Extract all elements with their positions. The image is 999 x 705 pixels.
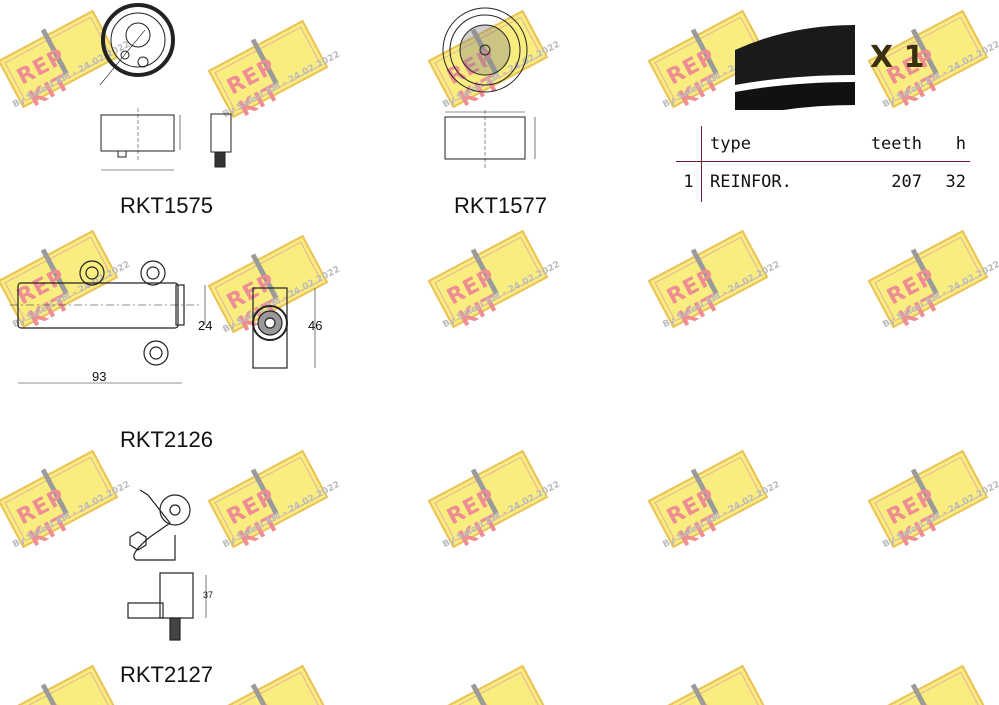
table-row: 1 REINFOR. 207 32 — [676, 162, 970, 202]
belt-spec-table: type teeth h 1 REINFOR. 207 32 — [676, 126, 970, 202]
tensioner-drawing-rkt2127 — [127, 489, 207, 641]
dim-length: 93 — [92, 369, 107, 384]
header-teeth: teeth — [870, 133, 922, 154]
watermark: REP KIT — [0, 664, 130, 705]
part-code: RKT1577 — [454, 193, 547, 218]
part-code: RKT2127 — [120, 662, 213, 687]
table-header-row: type teeth h — [676, 126, 970, 162]
dim-height: 37 — [203, 590, 214, 600]
watermark: REP KIT — [427, 664, 560, 705]
tensioner-pulley-drawing-rkt1575 — [99, 3, 232, 171]
dim-total-height: 46 — [308, 318, 323, 333]
part-code: RKT2126 — [120, 427, 213, 452]
watermark: REP KIT — [867, 664, 999, 705]
dim-height: 24 — [198, 318, 213, 333]
belt-quantity: X 1 — [870, 40, 925, 75]
hydraulic-tensioner-drawing-rkt2126 — [10, 260, 316, 384]
timing-belt-image — [735, 25, 855, 110]
header-type: type — [710, 133, 751, 154]
part-code: RKT1575 — [120, 193, 213, 218]
header-h: h — [955, 133, 966, 154]
watermark: REP KIT — [647, 664, 780, 705]
idler-pulley-drawing-rkt1577 — [442, 7, 536, 170]
watermark: REP KIT — [207, 664, 340, 705]
